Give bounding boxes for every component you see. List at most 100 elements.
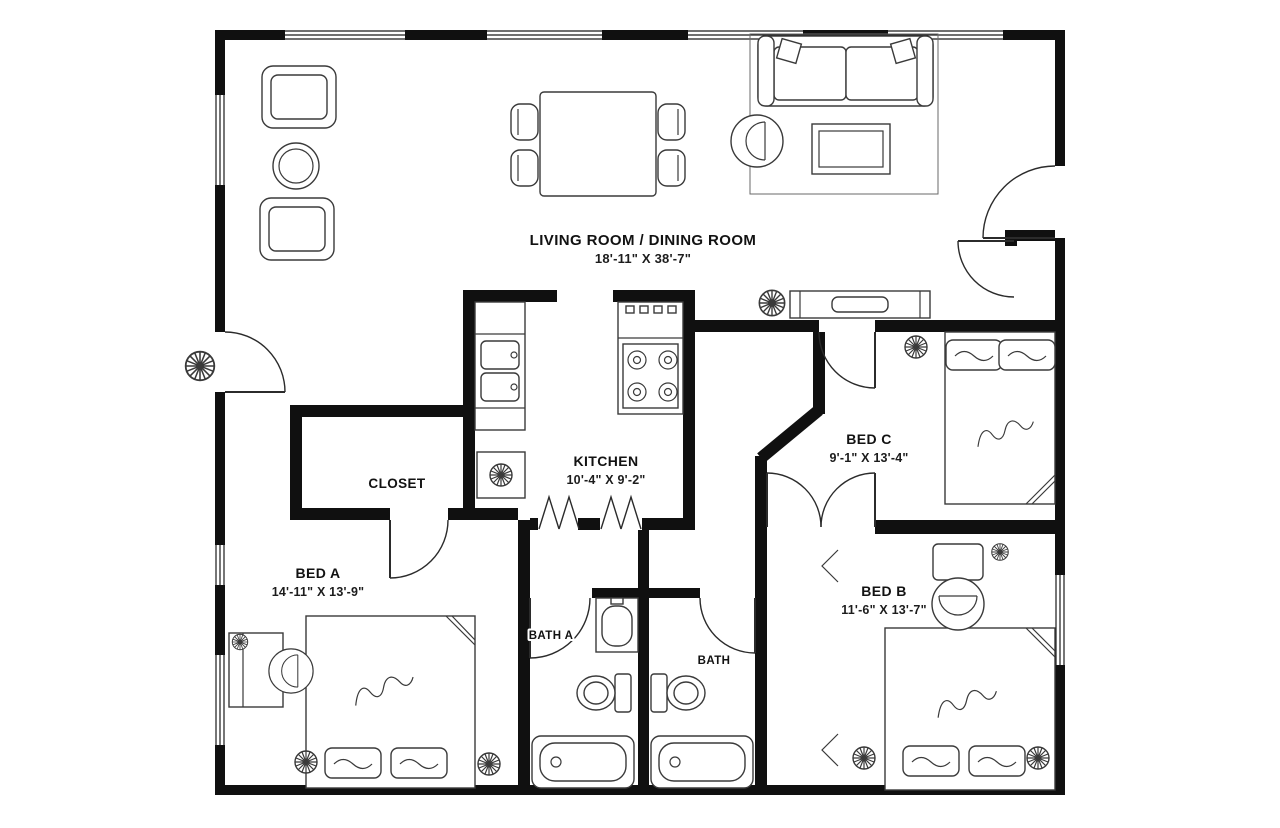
room-dims-bed-a: 14'-11" X 13'-9": [272, 585, 365, 599]
toilet: [576, 673, 632, 713]
wall-living-south-right: [875, 320, 1055, 332]
room-label-living: LIVING ROOM / DINING ROOM: [530, 232, 757, 249]
dining-chair: [510, 149, 539, 187]
wall-beda-right: [518, 520, 530, 795]
sink-basin: [480, 340, 520, 370]
window: [1055, 575, 1065, 665]
wall-kitchen-bottom-a: [530, 518, 538, 530]
bed: [884, 627, 1056, 791]
door-entry-left: [224, 331, 286, 393]
kitchen-sink-counter: [474, 301, 526, 431]
bifold-door: [538, 494, 580, 530]
bathtub: [650, 735, 754, 789]
armchair: [261, 65, 337, 129]
plant-icon: [294, 750, 318, 774]
wall-bedb-left: [755, 530, 767, 795]
window: [285, 30, 405, 40]
plant-icon: [231, 633, 249, 651]
wall-hall-west: [755, 456, 767, 530]
room-label-bed-a: BED A: [295, 565, 340, 581]
toilet: [650, 673, 706, 713]
wall-left: [215, 40, 225, 795]
plant-icon: [477, 752, 501, 776]
window: [215, 655, 225, 745]
reading-chair: [931, 577, 985, 631]
window: [215, 95, 225, 185]
door-entry-right: [982, 165, 1056, 239]
door-closet: [389, 519, 449, 579]
door-bath-a: [529, 597, 591, 659]
dining-chair: [657, 149, 686, 187]
bath-a-fixtures: [531, 597, 639, 789]
door-gap-entry-right: [1055, 166, 1065, 238]
plant-icon: [904, 335, 928, 359]
bed-a-furniture: [228, 615, 501, 789]
wall-bath-top: [649, 588, 700, 598]
wall-kitchen-bottom-c: [642, 518, 695, 530]
wall-kitchen-right: [683, 290, 695, 530]
plant-icon: [991, 543, 1009, 561]
window: [487, 30, 602, 40]
wall-batha-top: [592, 588, 645, 598]
room-label-bath-a: BATH A: [529, 630, 574, 642]
throw-pillow: [775, 37, 803, 65]
room-dims-kitchen: 10'-4" X 9'-2": [567, 473, 646, 487]
throw-pillow: [889, 37, 917, 65]
bed: [305, 615, 476, 789]
room-dims-living: 18'-11" X 38'-7": [595, 251, 691, 266]
door-entry-closet: [957, 240, 1015, 298]
furniture: [184, 33, 1056, 791]
burner: [658, 350, 678, 370]
wall-bath-divider: [638, 530, 649, 795]
dining-table: [539, 91, 657, 197]
wall-closet-left: [290, 417, 302, 520]
bathroom-vanity: [595, 597, 639, 653]
sink-basin: [480, 372, 520, 402]
side-table-inner: [278, 148, 314, 184]
dining-table-set: [510, 91, 686, 197]
bifold-door: [600, 494, 642, 530]
pillow: [945, 339, 1003, 371]
wall-bedc-left: [813, 332, 825, 414]
ottoman: [932, 543, 984, 581]
room-dims-bed-b: 11'-6" X 13'-7": [841, 603, 926, 617]
room-label-bed-b: BED B: [861, 583, 907, 599]
lounge-chair: [730, 114, 784, 168]
pillow: [998, 339, 1056, 371]
wall-right: [1055, 40, 1065, 785]
pillow: [324, 747, 382, 779]
bathtub: [531, 735, 635, 789]
dining-chair: [657, 103, 686, 141]
wall-living-south-left: [695, 320, 819, 332]
plant-icon: [1026, 746, 1050, 770]
pillow: [968, 745, 1026, 777]
wall-kitchen-top-left: [475, 290, 557, 302]
rug: [749, 33, 939, 195]
burner: [627, 350, 647, 370]
burner: [658, 382, 678, 402]
door-hall-left: [766, 472, 822, 528]
door-bath: [699, 597, 756, 654]
kitchen-cabinet: [476, 451, 526, 499]
room-label-bed-c: BED C: [846, 431, 892, 447]
wall-entry-closet: [1008, 230, 1065, 241]
room-label-closet: CLOSET: [368, 476, 426, 491]
sofa: [757, 35, 934, 107]
side-table: [272, 142, 320, 190]
sconce-icon: [821, 549, 839, 583]
sconce-icon: [821, 733, 839, 767]
wall-bedc-diagonal: [757, 405, 823, 463]
wall-bedc-bottom: [875, 520, 1055, 534]
door-gap-entry-left: [215, 332, 225, 392]
stove: [617, 301, 684, 415]
coffee-table: [811, 123, 891, 175]
wall-kitchen-top-right: [613, 290, 695, 302]
room-label-kitchen: KITCHEN: [573, 453, 638, 469]
armchair: [259, 197, 335, 261]
bed: [944, 331, 1056, 505]
plant-icon: [758, 289, 786, 317]
wall-kitchen-left: [463, 290, 475, 520]
plant-icon: [852, 746, 876, 770]
